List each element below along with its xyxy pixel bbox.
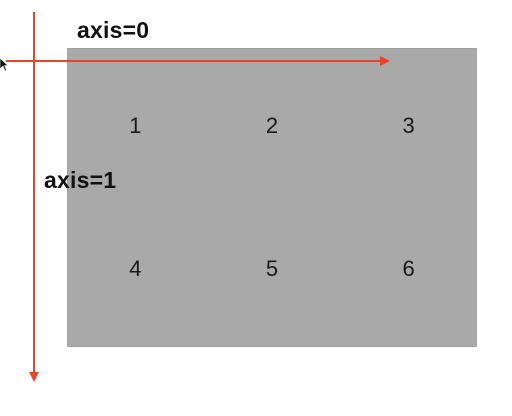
cell-value: 1 bbox=[129, 112, 142, 138]
matrix-grid: 1 2 3 4 5 6 bbox=[67, 48, 477, 347]
cell-value: 6 bbox=[402, 256, 415, 282]
matrix-cell: 6 bbox=[340, 198, 477, 348]
cell-value: 5 bbox=[265, 256, 279, 282]
cell-value: 3 bbox=[402, 112, 415, 138]
matrix-cell: 3 bbox=[340, 48, 477, 198]
axis0-label: axis=0 bbox=[77, 17, 150, 43]
matrix-cell: 4 bbox=[67, 198, 204, 348]
cell-value: 2 bbox=[265, 112, 279, 138]
matrix-cell: 5 bbox=[204, 198, 341, 348]
matrix-cell: 1 bbox=[67, 48, 204, 198]
axis1-label: axis=1 bbox=[44, 167, 117, 193]
mouse-pointer-icon bbox=[0, 58, 8, 72]
matrix-cell: 2 bbox=[204, 48, 341, 198]
cell-value: 4 bbox=[129, 256, 142, 282]
